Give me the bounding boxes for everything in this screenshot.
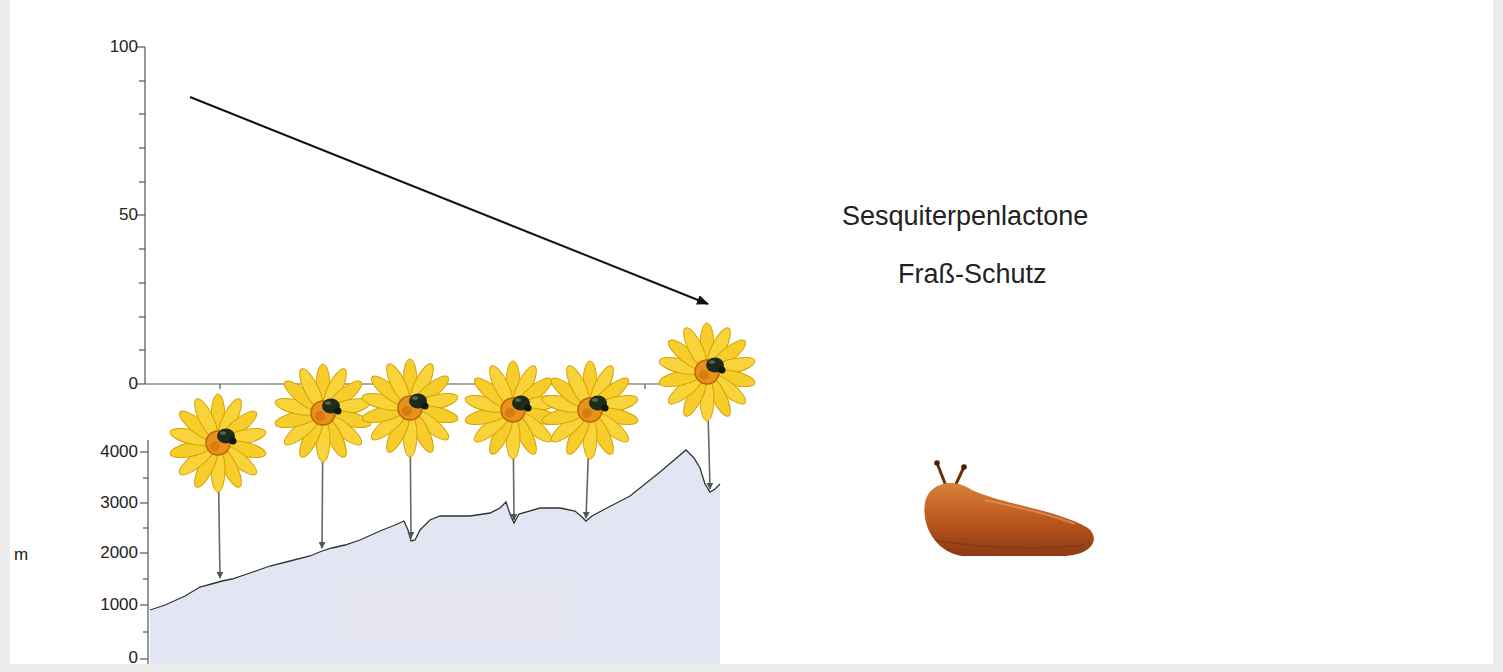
axis-tick-label: 1000 <box>100 595 138 615</box>
masked-patch <box>340 580 567 638</box>
axis-tick-label: 100 <box>110 37 138 57</box>
arnica-flower <box>541 361 640 459</box>
arnica-flower <box>464 361 563 459</box>
upper-axis <box>136 47 720 389</box>
page-ground <box>10 0 1493 664</box>
axis-unit: m <box>14 545 28 565</box>
axis-tick-label: 0 <box>129 374 138 394</box>
axis-tick-label: 50 <box>119 205 138 225</box>
axis-tick-label: 3000 <box>100 493 138 513</box>
axis-tick-label: 2000 <box>100 543 138 563</box>
axis-tick-label: 4000 <box>100 442 138 462</box>
arnica-flower <box>658 323 757 421</box>
arnica-flower <box>361 359 460 457</box>
compound-name: Sesquiterpenlactone <box>842 201 1088 232</box>
arnica-flower <box>169 394 268 492</box>
function-note: Fraß-Schutz <box>898 259 1047 290</box>
slug-picture <box>924 460 1093 556</box>
elevation-axis <box>140 440 148 664</box>
axis-tick-label: 0 <box>129 648 138 668</box>
trend-arrow <box>190 97 708 304</box>
arnica-flower <box>274 364 373 462</box>
